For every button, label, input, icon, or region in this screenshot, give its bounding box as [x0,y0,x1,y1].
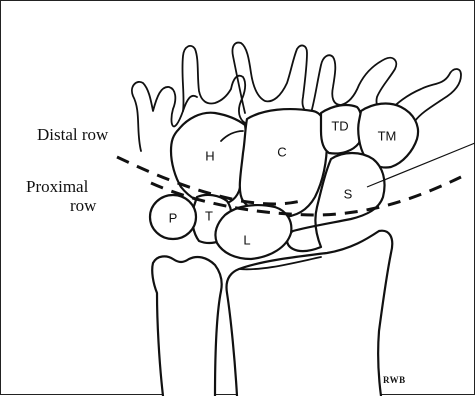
label-pisiform: P [169,210,178,225]
capitate-bone [240,109,327,217]
proximal-row-label-line1: Proximal [26,177,89,196]
distal-row-label: Distal row [37,125,109,144]
label-scaphoid: S [344,186,353,201]
label-trapezoid: TD [331,118,348,133]
ulna [152,256,222,396]
artist-signature: RWB [383,375,406,385]
label-capitate: C [277,144,286,159]
metacarpal-4 [182,46,245,123]
label-trapezium: TM [378,128,397,143]
proximal-row-label-line2: row [70,196,97,215]
forearm-bones [152,231,392,396]
label-lunate: L [243,232,250,247]
label-triquetrum: T [205,208,213,223]
label-hamate: H [205,148,214,163]
